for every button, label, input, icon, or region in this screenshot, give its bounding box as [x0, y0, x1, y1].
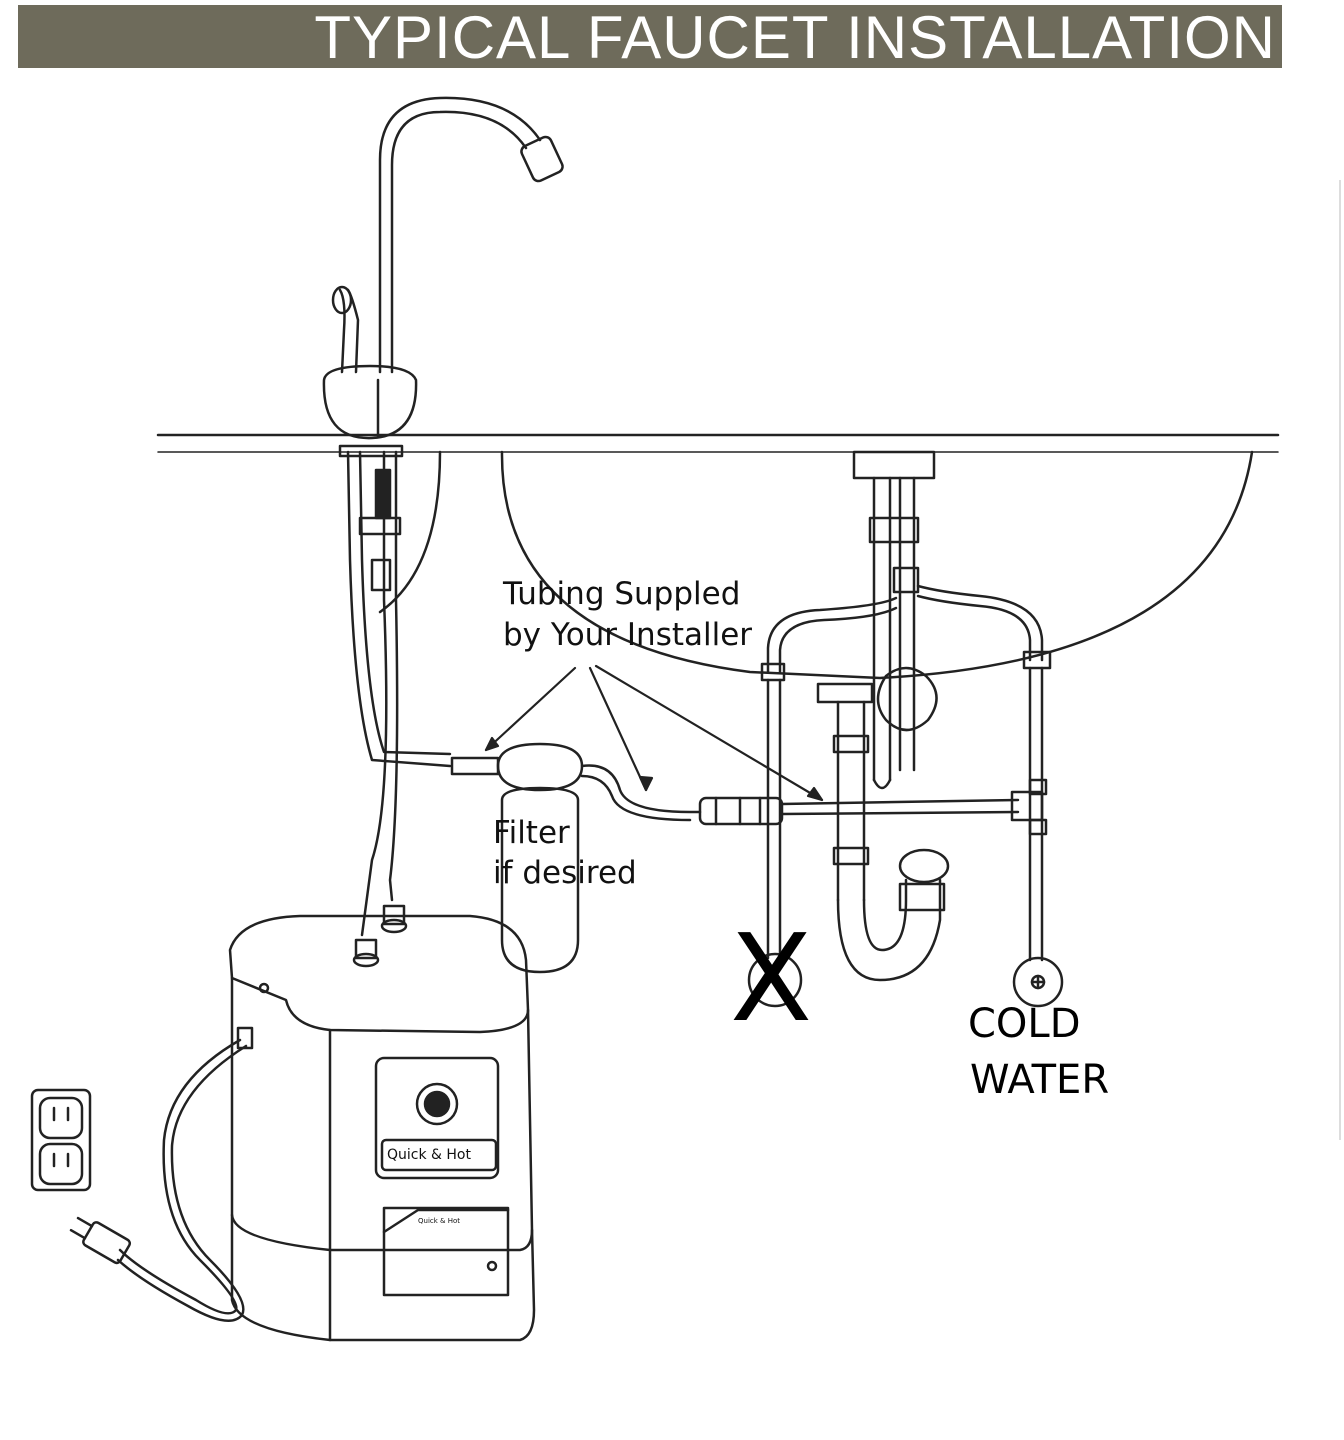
page-title: TYPICAL FAUCET INSTALLATION: [314, 4, 1276, 71]
tee-fitting: [1010, 790, 1044, 822]
sink-drain: [816, 450, 950, 982]
x-mark: X: [730, 910, 813, 1049]
valve-icon: [698, 796, 784, 826]
tank-brand-label: Quick & Hot: [387, 1147, 471, 1163]
cold-supply-line: [780, 798, 1020, 806]
tubing-label-line2: by Your Installer: [503, 617, 753, 653]
hot-supply-line: [747, 596, 898, 1008]
power-cord-2: [116, 1044, 248, 1323]
filter-label-line1: Filter: [493, 815, 570, 851]
cold-water-label-line1: COLD: [968, 1001, 1081, 1047]
tubing-arrows: [484, 664, 824, 802]
filter-label-line2: if desired: [493, 855, 637, 891]
plug-icon: [69, 1216, 132, 1265]
tubing-to-valve: [580, 764, 702, 814]
title-banner: TYPICAL FAUCET INSTALLATION: [18, 4, 1282, 71]
cold-supply-line-2: [780, 810, 1020, 816]
tubing-to-valve-inner: [580, 774, 692, 822]
faucet-supply-hoses: [338, 444, 452, 937]
cold-water-label-line2: WATER: [970, 1057, 1110, 1103]
page-edge-rule: [1339, 180, 1341, 1140]
cold-valve-line: [916, 584, 1064, 1008]
outlet-icon: [30, 1088, 92, 1192]
sink-bowl: [500, 450, 1254, 680]
left-basin-edge: [378, 450, 442, 614]
faucet-icon: [322, 96, 564, 440]
tubing-label-line1: Tubing Suppled: [503, 576, 741, 612]
tank-icon: [228, 904, 536, 1342]
power-cord: [118, 1038, 242, 1315]
rating-plate-brand: Quick & Hot: [418, 1217, 460, 1225]
